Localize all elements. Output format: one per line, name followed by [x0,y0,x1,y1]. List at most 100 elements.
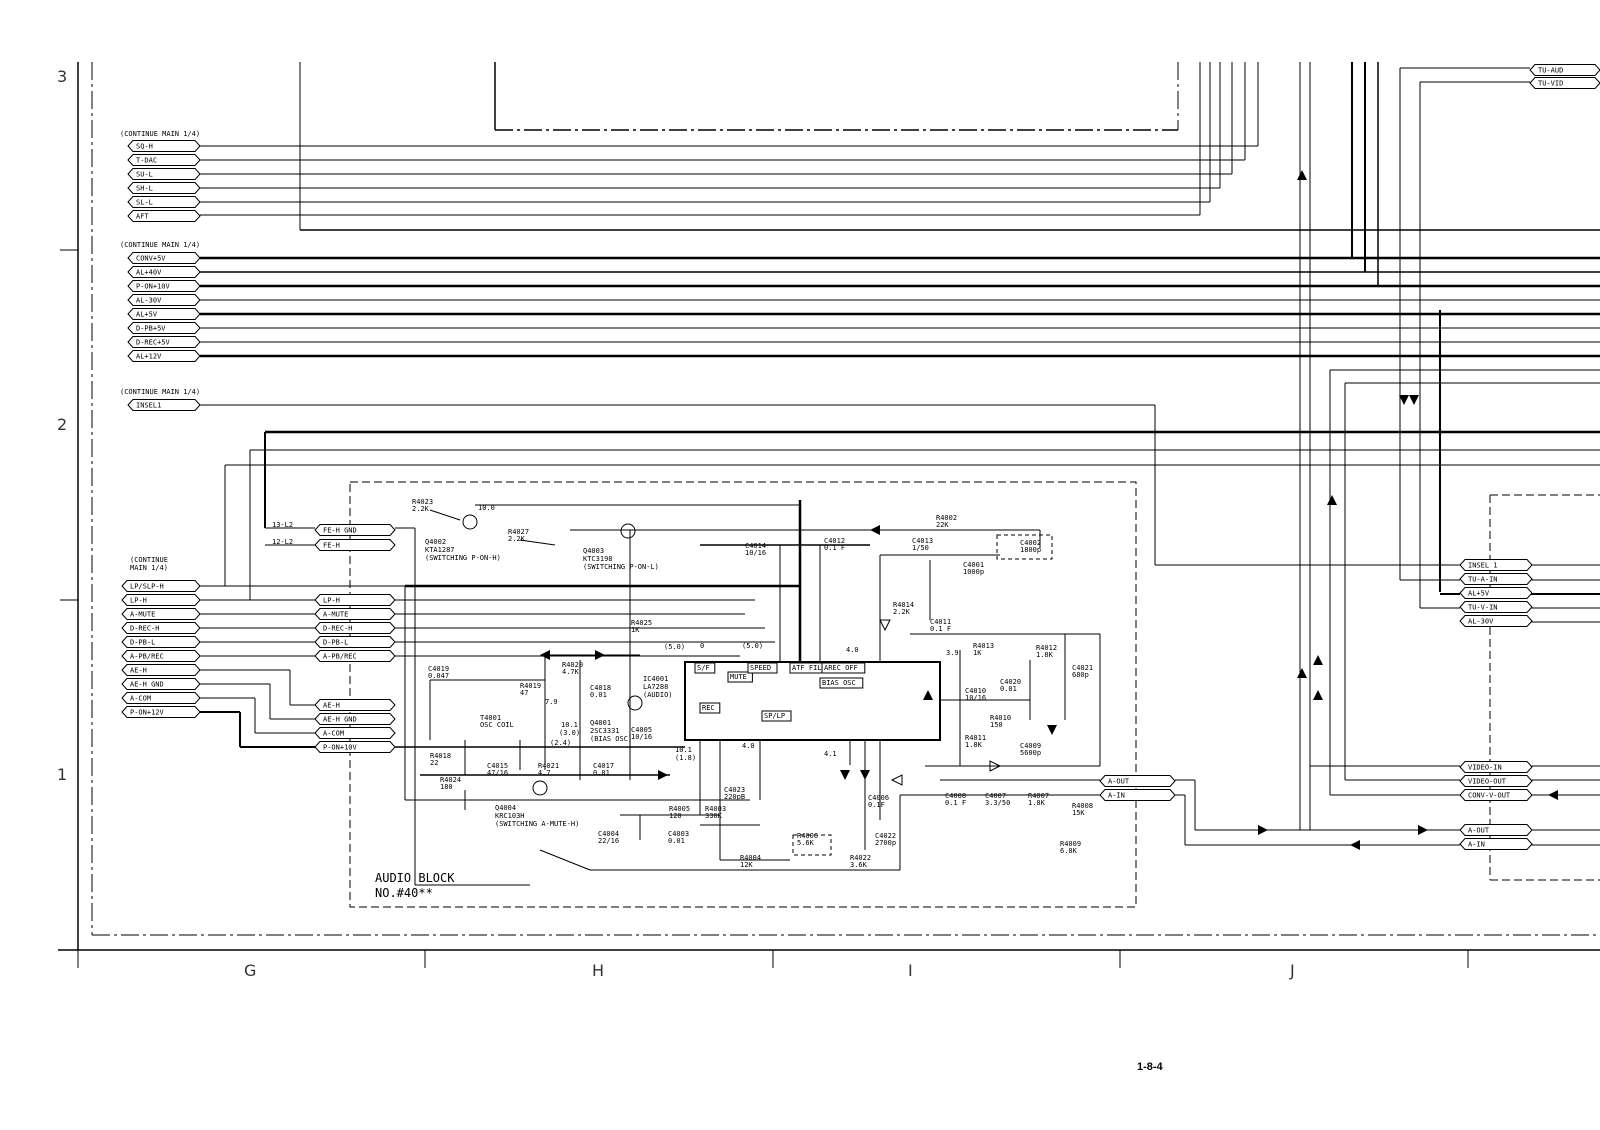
column-label-i: I [908,961,913,980]
component-value: 10/16 [745,549,766,557]
component-value: 0.01 [590,691,607,699]
audio-io-tag-0-label: A-OUT [1108,778,1130,786]
bus1-tag-1-label: T-DAC [136,157,157,165]
bus3-tag-0-label: INSEL1 [136,402,161,410]
bus2-connectors: CONV+5VAL+40VP-ON+10VAL-30VAL+5VD-PB+5VD… [127,252,201,362]
block-title-2: NO.#40** [375,886,433,900]
transistor-3-text-1: KRC103H [495,812,525,820]
bus2-tag-3-label: AL-30V [136,297,162,305]
component-ref: R4027 [508,528,529,536]
mid-tag-1-label: A-MUTE [323,611,348,619]
mid-tag-2-label: D-REC-H [323,625,353,633]
component-ref: R4005 [669,805,690,813]
bus1-tag-2-label: SU-L [136,171,153,179]
bus2-tag-5: D-PB+5V [127,322,201,334]
right-tag-4-label: AL-30V [1468,618,1494,626]
component-ref: R4014 [893,601,914,609]
mid-tag-1: A-MUTE [314,608,396,620]
right-audio-tag-1: A-IN [1459,838,1533,850]
bus2-tag-2-label: P-ON+10V [136,283,171,291]
mid-tag-4: A-PB/REC [314,650,396,662]
page-number: 1-8-4 [1137,1061,1164,1073]
bus2-tag-0: CONV+5V [127,252,201,264]
right-tag-2: AL+5V [1459,587,1533,599]
bus1-tag-4-label: SL-L [136,199,153,207]
row-label-2: 2 [57,415,67,434]
component-value: 4.7K [562,668,580,676]
component-value: 47 [520,689,528,697]
bus1-tag-2: SU-L [127,168,201,180]
ic-block-label-0: S/F [697,664,710,672]
ic-block-label-4: AREC OFF [824,664,858,672]
left-tag-5: A-PB/REC [121,650,201,662]
component-ref: R4021 [538,762,559,770]
bus1-tag-3: SH-L [127,182,201,194]
component-value: 15K [1072,809,1085,817]
component-ref: C4001 [963,561,984,569]
component-ref: R4020 [562,661,583,669]
component-ref: C4021 [1072,664,1093,672]
right-top-tag-0-label: TU-AUD [1538,67,1563,75]
component-value: 22/16 [598,837,619,845]
component-value: 1K [973,649,982,657]
ic-ref: IC4001 [643,675,668,683]
component-value: 2.2K [893,608,911,616]
ae-tag-3-label: P-ON+10V [323,744,358,752]
bus2-tag-1-label: AL+40V [136,269,162,277]
voltage-5: 3.9 [946,649,959,657]
right-tag-3-label: TU-V-IN [1468,604,1498,612]
component-ref: R4024 [440,776,461,784]
bus1-tag-5-label: AFT [136,213,149,221]
continue-label-split-2: MAIN 1/4) [130,564,168,572]
mid-tag-3-label: D-PB-L [323,639,348,647]
ic-block-6: SP/LP [761,710,792,722]
component-ref: C4019 [428,665,449,673]
left-tag-4: D-PB-L [121,636,201,648]
ic-block-2: SPEED [747,662,778,674]
bus1-tag-1: T-DAC [127,154,201,166]
left-tag-5-label: A-PB/REC [130,653,164,661]
ic-block-0: S/F [694,662,716,674]
right-video-tag-1: VIDEO-OUT [1459,775,1533,787]
component-ref: C4015 [487,762,508,770]
voltage-7: (1.8) [675,754,696,762]
component-value: 0.1F [868,801,885,809]
transistor-0-text-2: (SWITCHING P-ON-H) [425,554,501,562]
bus1-tag-5: AFT [127,210,201,222]
component-ref: C4017 [593,762,614,770]
bus1-tag-3-label: SH-L [136,185,153,193]
component-ref: R4009 [1060,840,1081,848]
transistor-2-text-2: (BIAS OSC) [590,735,632,743]
component-ref: C4022 [875,832,896,840]
row-label-3: 3 [57,67,67,86]
audio-io-tag-1: A-IN [1099,789,1176,801]
left-tag-8-label: A-COM [130,695,151,703]
continue-label-bus1: (CONTINUE MAIN 1/4) [120,130,200,138]
ic-block-label-2: SPEED [750,664,771,672]
component-ref: C4011 [930,618,951,626]
voltage-4: 4.0 [846,646,859,654]
